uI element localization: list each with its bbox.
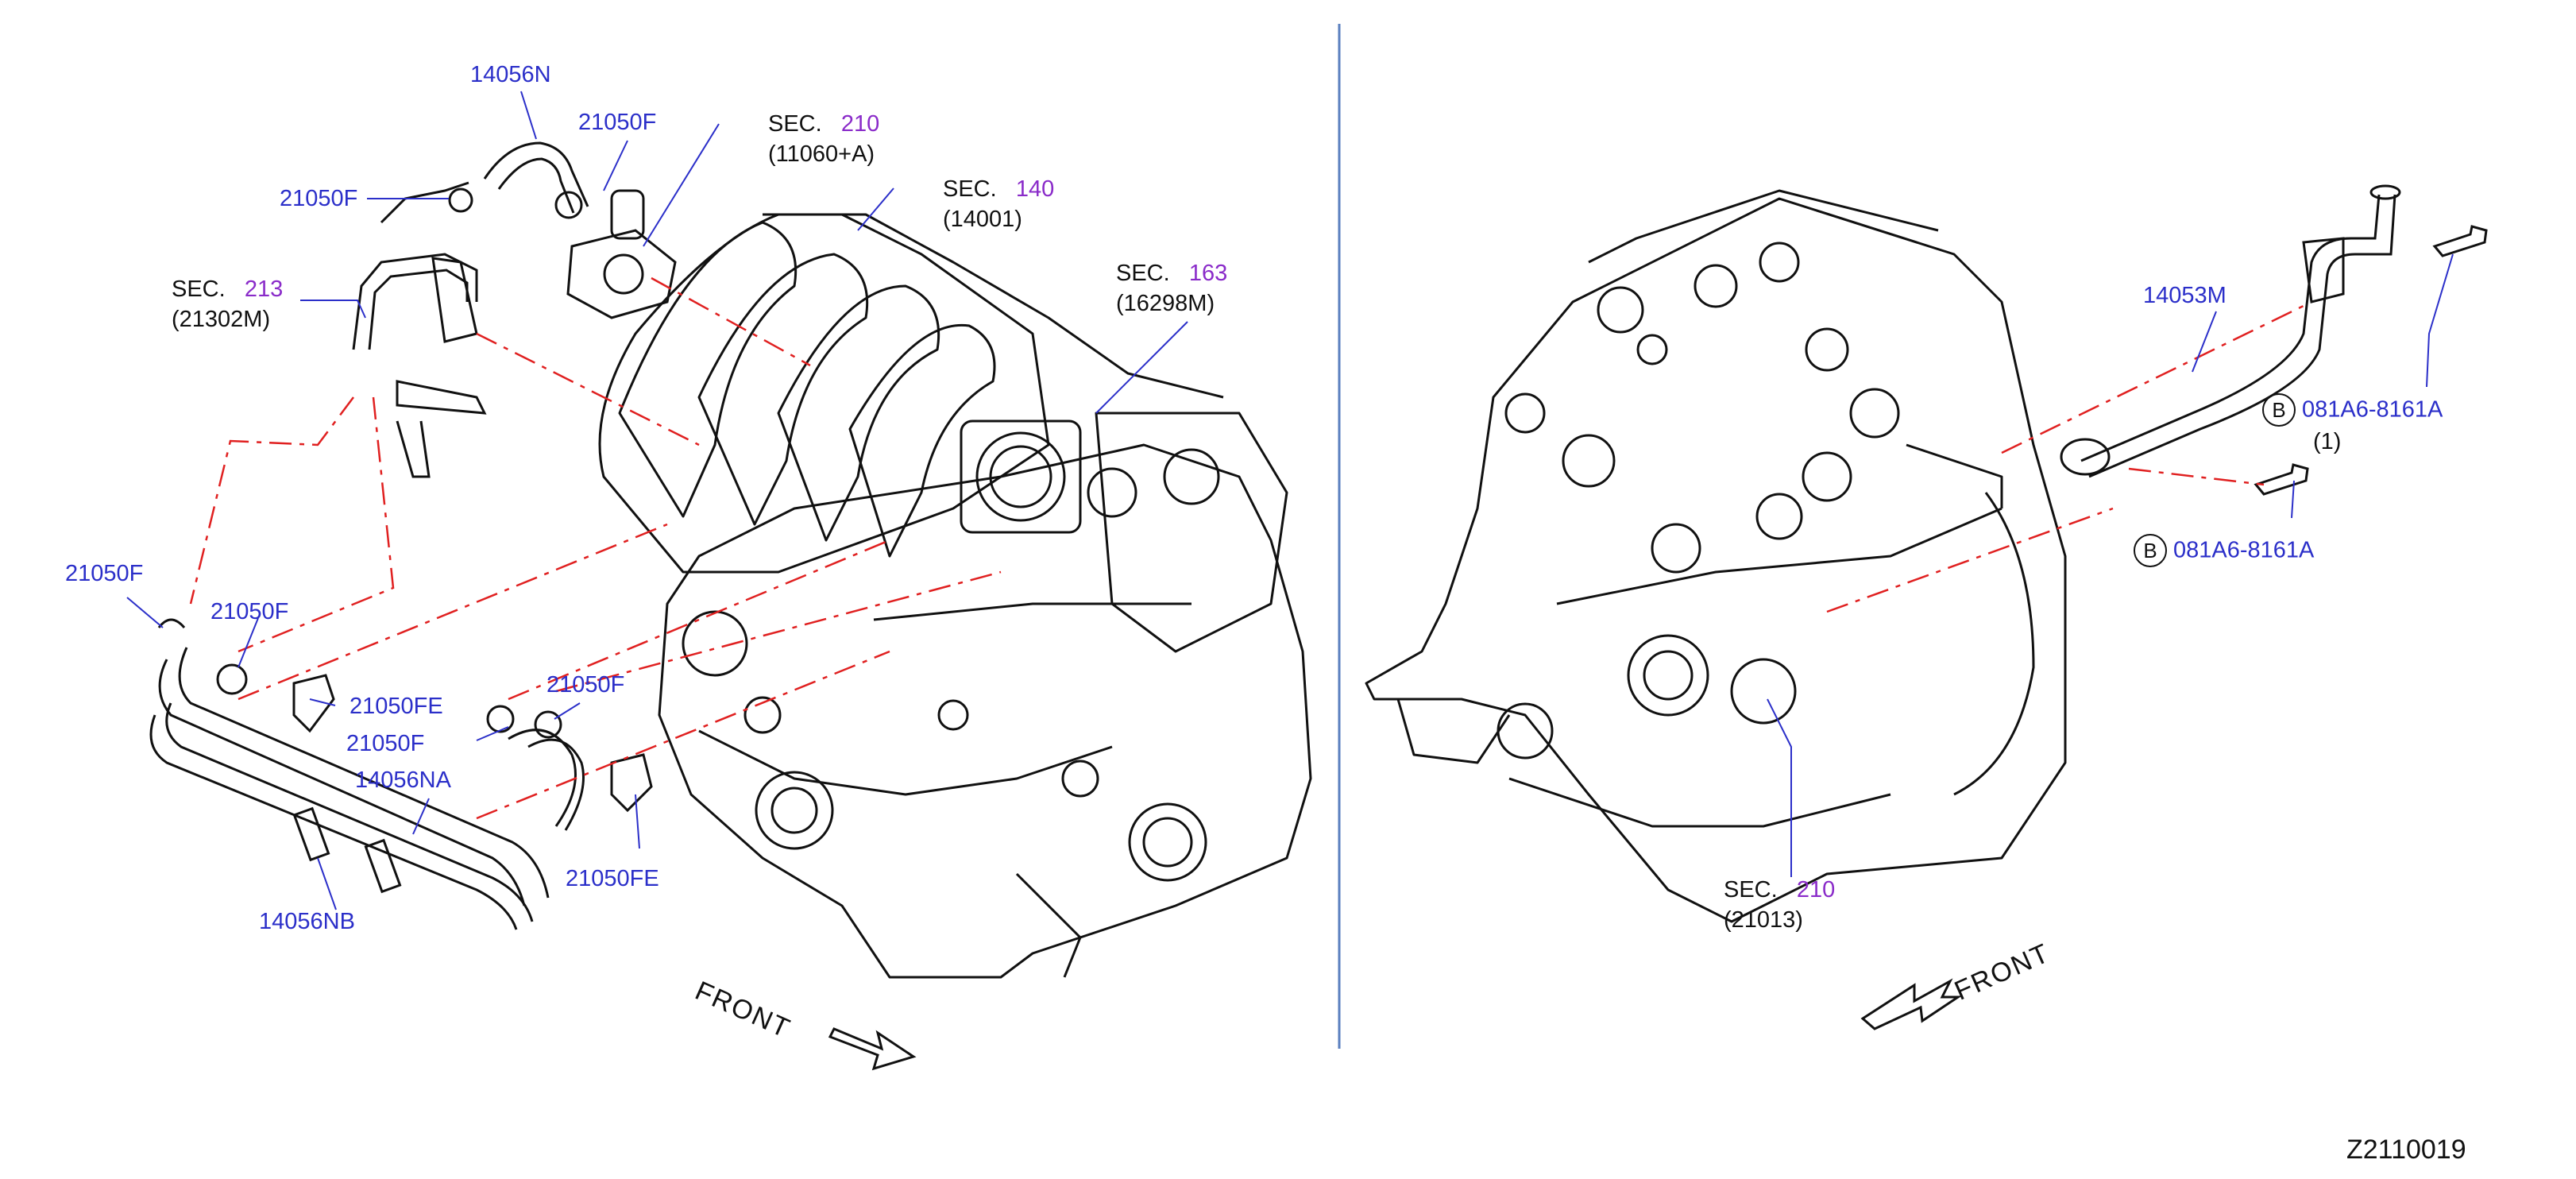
part-21050F-upper-left-label[interactable]: 21050F [280, 186, 358, 211]
part-14056NA-label[interactable]: 14056NA [355, 767, 451, 793]
sec-210-callout-right: SEC. 210 [1724, 877, 1836, 903]
part-14056NB-label[interactable]: 14056NB [259, 909, 355, 934]
part-21050F-top-label[interactable]: 21050F [578, 110, 657, 135]
part-14056N-label[interactable]: 14056N [470, 62, 551, 87]
badge-b-icon: B [2262, 393, 2296, 427]
front-arrow-left-icon [828, 1027, 917, 1071]
right-pipe [2060, 184, 2488, 496]
badge-b-icon: B [2134, 534, 2167, 567]
sec-140-code: (14001) [943, 207, 1022, 232]
sec-210-code-right: (21013) [1724, 907, 1803, 933]
sec-213-code: (21302M) [172, 307, 271, 332]
front-arrow-right-icon [1860, 978, 1962, 1030]
part-21050FE-bottom-label[interactable]: 21050FE [566, 866, 659, 891]
part-14053M-label[interactable]: 14053M [2143, 283, 2226, 308]
sec-163-callout: SEC. 163 [1116, 261, 1228, 286]
sec-210-code-left: (11060+A) [768, 141, 875, 167]
sec-213-callout: SEC. 213 [172, 276, 284, 302]
part-21050F-mid-b-label[interactable]: 21050F [546, 672, 625, 698]
sec-210-callout-left: SEC. 210 [768, 111, 880, 137]
part-21050FE-left-label[interactable]: 21050FE [350, 694, 443, 719]
right-dashed-lines [1826, 304, 2304, 613]
sec-163-code: (16298M) [1116, 291, 1215, 316]
left-leaders [126, 91, 1188, 910]
bolt-top-qty: (1) [2313, 429, 2342, 454]
left-dashed-lines [189, 276, 1002, 820]
right-engine-block [1365, 189, 2067, 923]
part-21050F-mid-a-label[interactable]: 21050F [346, 731, 425, 756]
figure-id: Z2110019 [2346, 1135, 2466, 1165]
part-21050F-mid-left-partial-label[interactable]: 21050F [210, 599, 289, 624]
right-leaders [1767, 253, 2454, 877]
left-hoses [149, 141, 677, 930]
left-engine-block [598, 213, 1312, 979]
part-21050F-mid-left-label[interactable]: 21050F [65, 561, 144, 586]
sec-140-callout: SEC. 140 [943, 176, 1055, 202]
